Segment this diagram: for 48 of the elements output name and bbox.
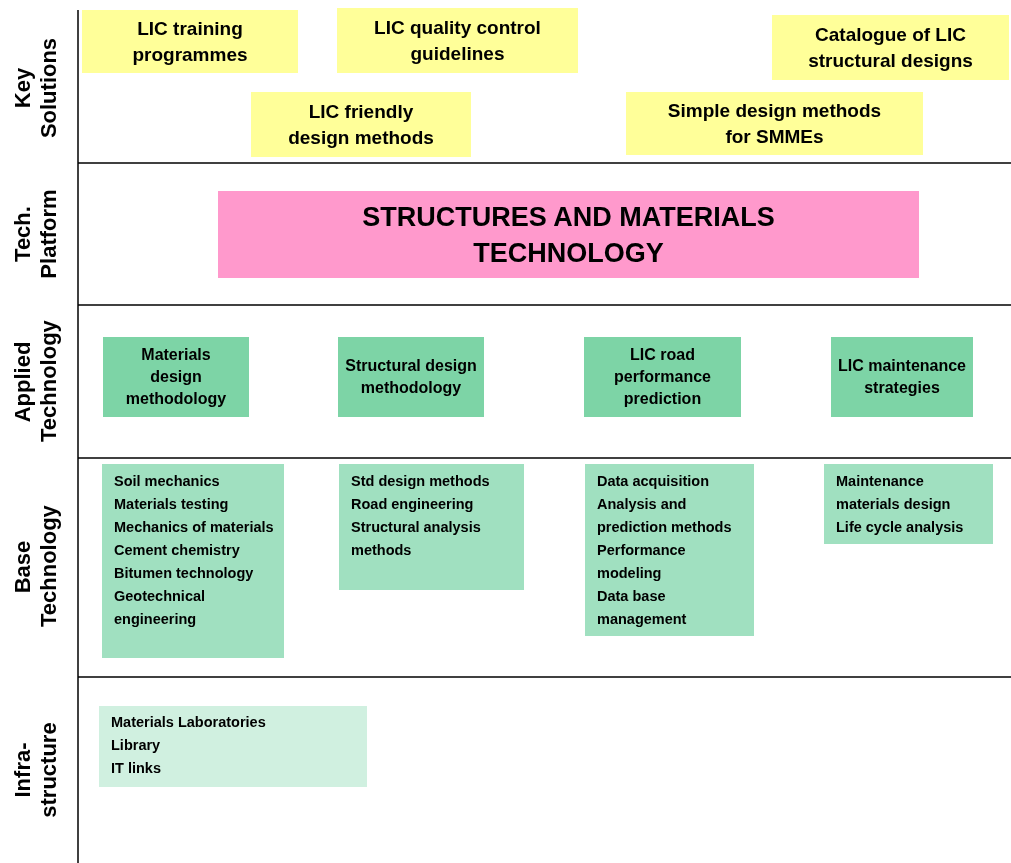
- band-label: Key Solutions: [10, 36, 62, 141]
- band-label: Applied Technology: [10, 322, 62, 442]
- platform-box: [218, 191, 919, 278]
- node-text: Materials Laboratories: [111, 713, 266, 732]
- solution-box: [626, 92, 923, 155]
- base-technology-box: [585, 464, 754, 636]
- solution-box: [251, 92, 471, 157]
- infrastructure-box: [99, 706, 367, 787]
- node-text: LIC training programmes: [131, 16, 249, 67]
- node-text: Std design methods: [351, 472, 490, 491]
- node-text: Performance modeling: [597, 541, 687, 583]
- node-text: STRUCTURES AND MATERIALS TECHNOLOGY: [361, 200, 776, 270]
- band-label: Infra-structure: [10, 721, 62, 820]
- node-text: Road engineering: [351, 495, 474, 514]
- node-text: LIC quality control guidelines: [373, 15, 542, 66]
- base-technology-box: [339, 464, 524, 590]
- node-text: Catalogue of LIC structural designs: [807, 22, 974, 73]
- node-text: Cement chemistry: [114, 541, 240, 560]
- node-text: Bitumen technology: [114, 564, 254, 583]
- band-label: Tech. Platform: [10, 188, 62, 281]
- applied-technology-box: [338, 337, 484, 417]
- base-technology-box: [102, 464, 284, 658]
- node-text: IT links: [111, 759, 161, 778]
- applied-technology-box: [584, 337, 741, 417]
- node-text: Materials design methodology: [124, 345, 228, 409]
- node-text: Life cycle analysis: [836, 518, 964, 537]
- node-text: Mechanics of materials: [114, 518, 274, 537]
- node-text: Materials testing: [114, 495, 229, 514]
- solution-box: [337, 8, 578, 73]
- node-text: LIC maintenance strategies: [837, 356, 967, 398]
- node-text: LIC road performance prediction: [613, 345, 712, 409]
- node-text: Library: [111, 736, 161, 755]
- applied-technology-box: [831, 337, 973, 417]
- applied-technology-box: [103, 337, 249, 417]
- solution-box: [772, 15, 1009, 80]
- node-text: Maintenance materials design: [836, 472, 952, 514]
- node-text: Soil mechanics: [114, 472, 220, 491]
- band-label: Base Technology: [10, 507, 62, 627]
- node-text: Geotechnical engineering: [114, 587, 207, 629]
- node-text: Data base management: [597, 587, 688, 629]
- node-text: Structural design methodology: [344, 356, 478, 398]
- solution-box: [82, 10, 298, 73]
- base-technology-box: [824, 464, 993, 544]
- node-text: Structural analysis methods: [351, 518, 482, 560]
- node-text: Analysis and prediction methods: [597, 495, 733, 537]
- node-text: Simple design methods for SMMEs: [666, 98, 883, 149]
- node-text: Data acquisition: [597, 472, 709, 491]
- node-text: LIC friendly design methods: [287, 99, 435, 150]
